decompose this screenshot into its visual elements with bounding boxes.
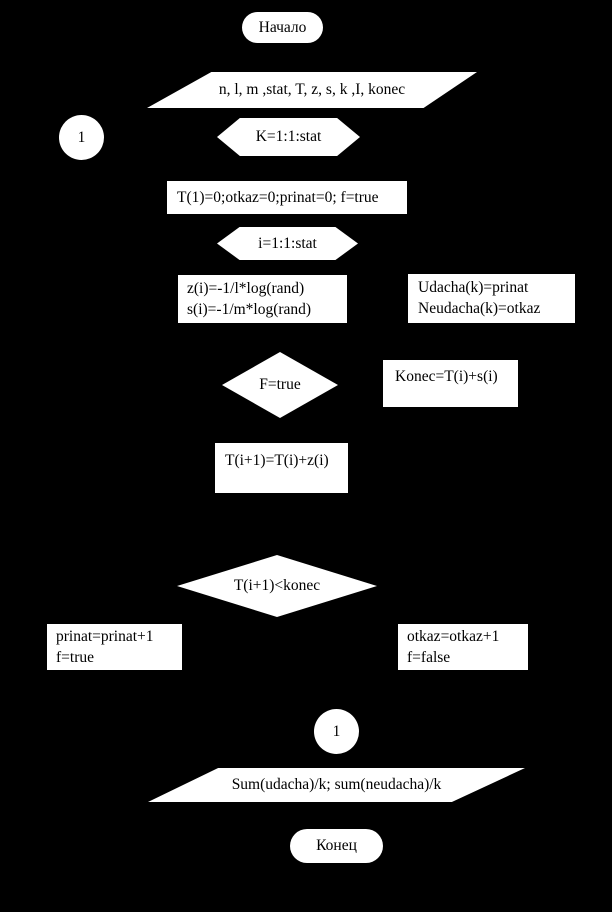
page-connector-bottom: 1 [314, 709, 359, 754]
calc-random-line1: z(i)=-1/l*log(rand) [187, 280, 305, 297]
branch-reject-process-rect: otkaz=otkaz+1 f=false [398, 624, 528, 670]
start-terminator: Начало [242, 12, 323, 43]
loop-i-hexagon: i=1:1:stat [217, 227, 358, 260]
record-results-line1: Udacha(k)=prinat [418, 279, 529, 296]
loop-k-hexagon: K=1:1:stat [217, 118, 360, 156]
branch-reject-line1: otkaz=otkaz+1 [407, 628, 500, 645]
decision-t-diamond: T(i+1)<konec [177, 555, 377, 617]
decision-f-diamond: F=true [222, 352, 338, 418]
branch-reject-line2: f=false [407, 649, 451, 666]
output-parallelogram: Sum(udacha)/k; sum(neudacha)/k [148, 768, 525, 802]
record-results-line2: Neudacha(k)=otkaz [418, 300, 541, 317]
branch-accept-line2: f=true [56, 649, 95, 666]
branch-accept-line1: prinat=prinat+1 [56, 628, 154, 645]
branch-accept-process-rect: prinat=prinat+1 f=true [47, 624, 182, 670]
calc-konec-process-rect: Konec=T(i)+s(i) [383, 360, 518, 407]
calc-next-t-process-rect: T(i+1)=T(i)+z(i) [215, 443, 348, 493]
record-results-process-rect: Udacha(k)=prinat Neudacha(k)=otkaz [408, 274, 575, 323]
input-parallelogram: n, l, m ,stat, T, z, s, k ,I, konec [147, 72, 477, 108]
calc-random-process-rect: z(i)=-1/l*log(rand) s(i)=-1/m*log(rand) [178, 275, 347, 323]
end-terminator: Конец [290, 829, 383, 863]
page-connector-left: 1 [59, 115, 104, 160]
init-process-rect: T(1)=0;otkaz=0;prinat=0; f=true [167, 181, 407, 214]
calc-random-line2: s(i)=-1/m*log(rand) [187, 301, 312, 318]
